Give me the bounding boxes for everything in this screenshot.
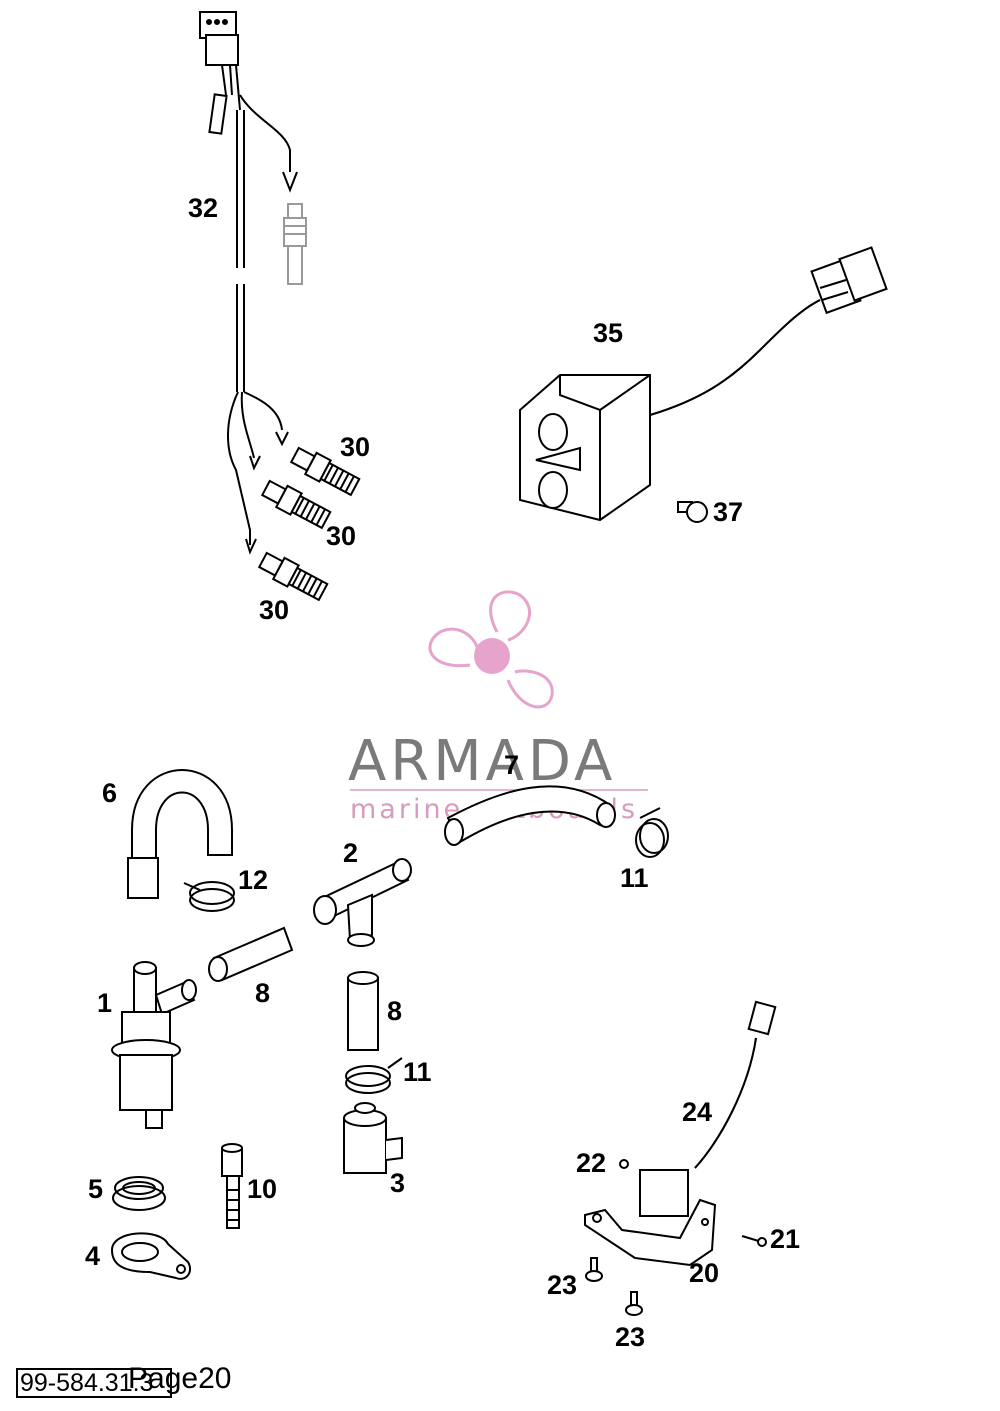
screw-23a xyxy=(585,1257,603,1282)
callout-8-b: 8 xyxy=(387,996,402,1026)
hose-clamp-11-upper xyxy=(635,807,669,858)
callout-11-b: 11 xyxy=(403,1057,432,1087)
callout-10: 10 xyxy=(247,1174,277,1204)
callout-2: 2 xyxy=(343,838,358,868)
control-unit-35 xyxy=(519,246,888,522)
elbow-fitting-3 xyxy=(343,1102,403,1174)
temperature-sensor-30b xyxy=(260,479,332,530)
callout-32: 32 xyxy=(188,193,218,223)
sensor-grey-32 xyxy=(283,203,307,285)
callout-7: 7 xyxy=(504,750,519,780)
sealing-ring-5 xyxy=(112,1176,166,1211)
callout-35: 35 xyxy=(593,318,623,348)
callout-8-a: 8 xyxy=(255,978,270,1008)
callout-12: 12 xyxy=(238,865,268,895)
wiring-harness-32 xyxy=(199,11,298,555)
thermostat-valve-1 xyxy=(111,961,197,1129)
temperature-sensor-30c xyxy=(257,551,329,602)
callout-11-a: 11 xyxy=(620,863,649,893)
hose-8-horizontal xyxy=(208,926,294,982)
callout-5: 5 xyxy=(88,1174,103,1204)
callout-30-b: 30 xyxy=(326,521,356,551)
tee-fitting-2 xyxy=(313,858,412,947)
page-number: Page20 xyxy=(128,1362,232,1395)
hose-7 xyxy=(444,785,616,846)
callout-23-b: 23 xyxy=(615,1322,645,1352)
callout-20: 20 xyxy=(689,1258,719,1288)
callout-30-c: 30 xyxy=(259,595,289,625)
callout-6: 6 xyxy=(102,778,117,808)
callout-23-a: 23 xyxy=(547,1270,577,1300)
screw-21 xyxy=(741,1235,767,1247)
bolt-10 xyxy=(221,1143,243,1229)
callout-21: 21 xyxy=(770,1224,800,1254)
hose-8-vertical xyxy=(347,971,379,1051)
screw-37 xyxy=(677,501,708,523)
callout-22: 22 xyxy=(576,1148,606,1178)
temperature-sensor-30a xyxy=(289,446,361,497)
callout-24: 24 xyxy=(682,1097,712,1127)
propeller-logo-icon xyxy=(428,590,554,709)
callout-3: 3 xyxy=(390,1168,405,1198)
watermark-brand: ARMADA xyxy=(348,729,616,794)
hose-6 xyxy=(127,769,233,899)
callout-1: 1 xyxy=(97,988,112,1018)
watermark: ARMADA marine outboards xyxy=(348,590,648,825)
nut-22 xyxy=(619,1159,629,1169)
hose-clamp-12 xyxy=(183,881,235,912)
callout-4: 4 xyxy=(85,1241,100,1271)
callout-30-a: 30 xyxy=(340,432,370,462)
gasket-4 xyxy=(110,1232,192,1280)
document-code: 99-584.31.3 xyxy=(16,1368,172,1398)
sensor-24 xyxy=(639,1000,777,1217)
hose-clamp-11-lower xyxy=(345,1057,403,1094)
screw-23b xyxy=(625,1291,643,1316)
callout-37: 37 xyxy=(713,497,743,527)
bracket-20 xyxy=(584,1198,717,1267)
